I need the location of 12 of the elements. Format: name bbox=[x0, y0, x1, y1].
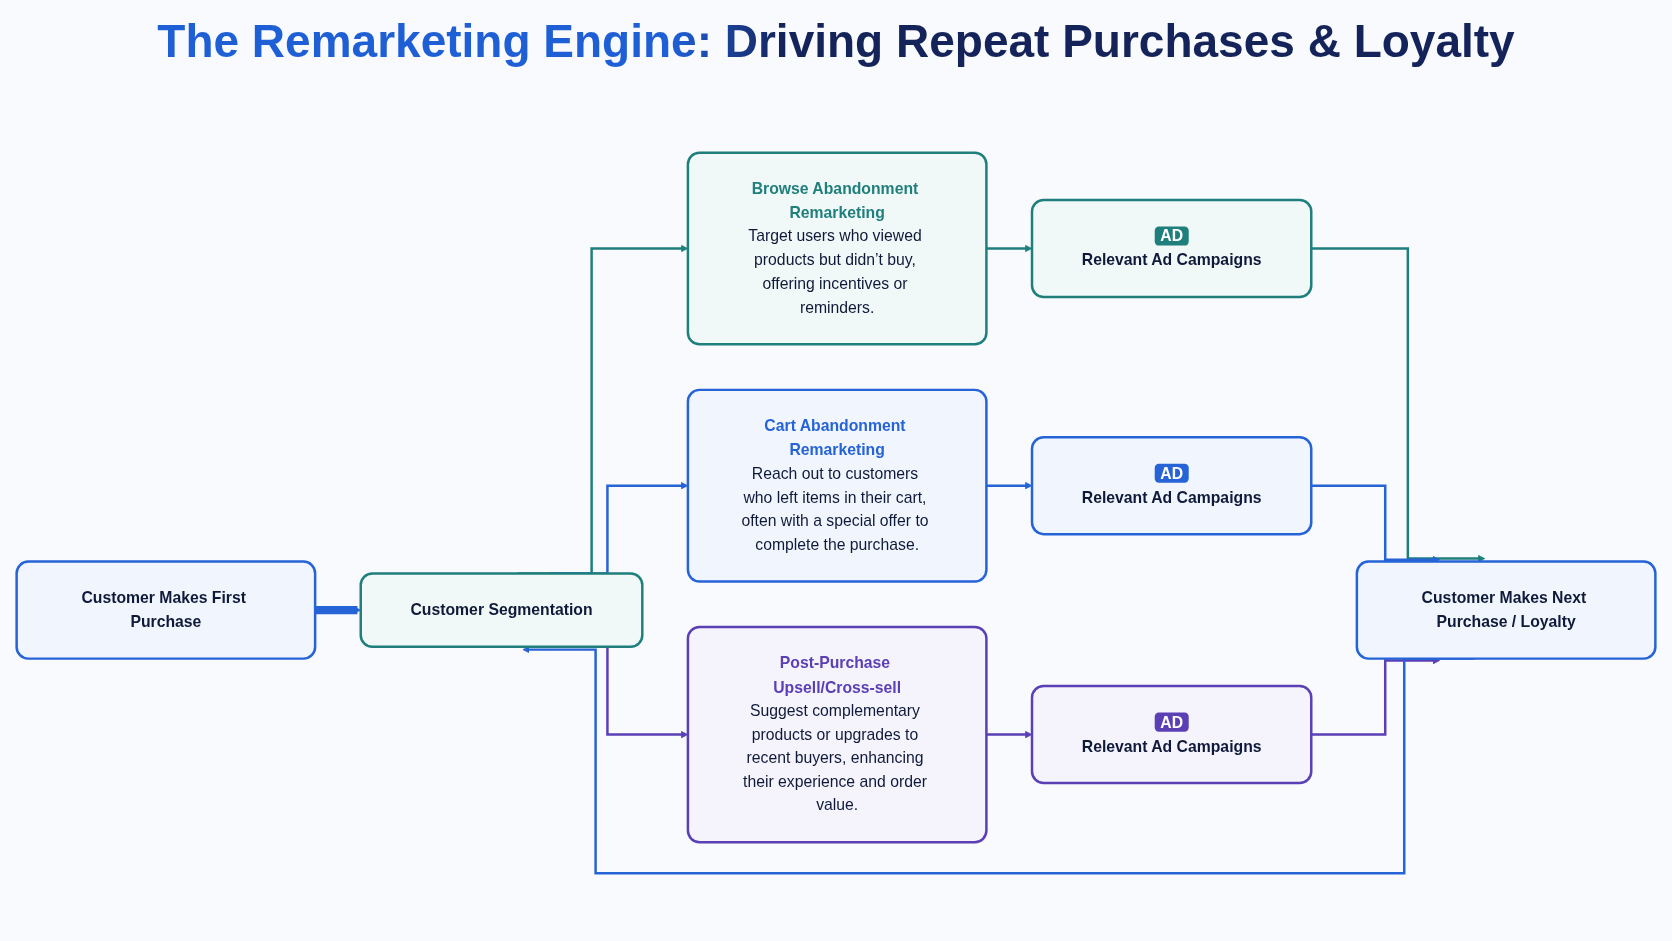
arrow bbox=[986, 244, 1033, 253]
arrow bbox=[986, 482, 1033, 490]
node-box: AD Relevant Ad Campaigns bbox=[1030, 435, 1313, 536]
node-box: AD Relevant Ad Campaigns bbox=[1030, 684, 1313, 785]
node-box: Cart Abandonment Remarketing Reach out to customers who left items in their cart, often with a special offer to complete the purchase. bbox=[686, 388, 988, 583]
node-box: AD Relevant Ad Campaigns bbox=[1030, 198, 1313, 299]
node-box: Customer Makes First Purchase bbox=[15, 560, 317, 660]
node-box: Customer Makes Next Purchase / Loyalty bbox=[1355, 560, 1657, 660]
arrow bbox=[986, 730, 1033, 739]
node-box: Post-Purchase Upsell/Cross-sell Suggest complementary products or upgrades to recent buyers, enhancing their experience and order value. bbox=[686, 625, 988, 844]
node-box: Customer Segmentation bbox=[359, 572, 644, 649]
node-box: Browse Abandonment Remarketing Target users who viewed products but didn’t buy, offering incentives or reminders. bbox=[686, 151, 988, 346]
